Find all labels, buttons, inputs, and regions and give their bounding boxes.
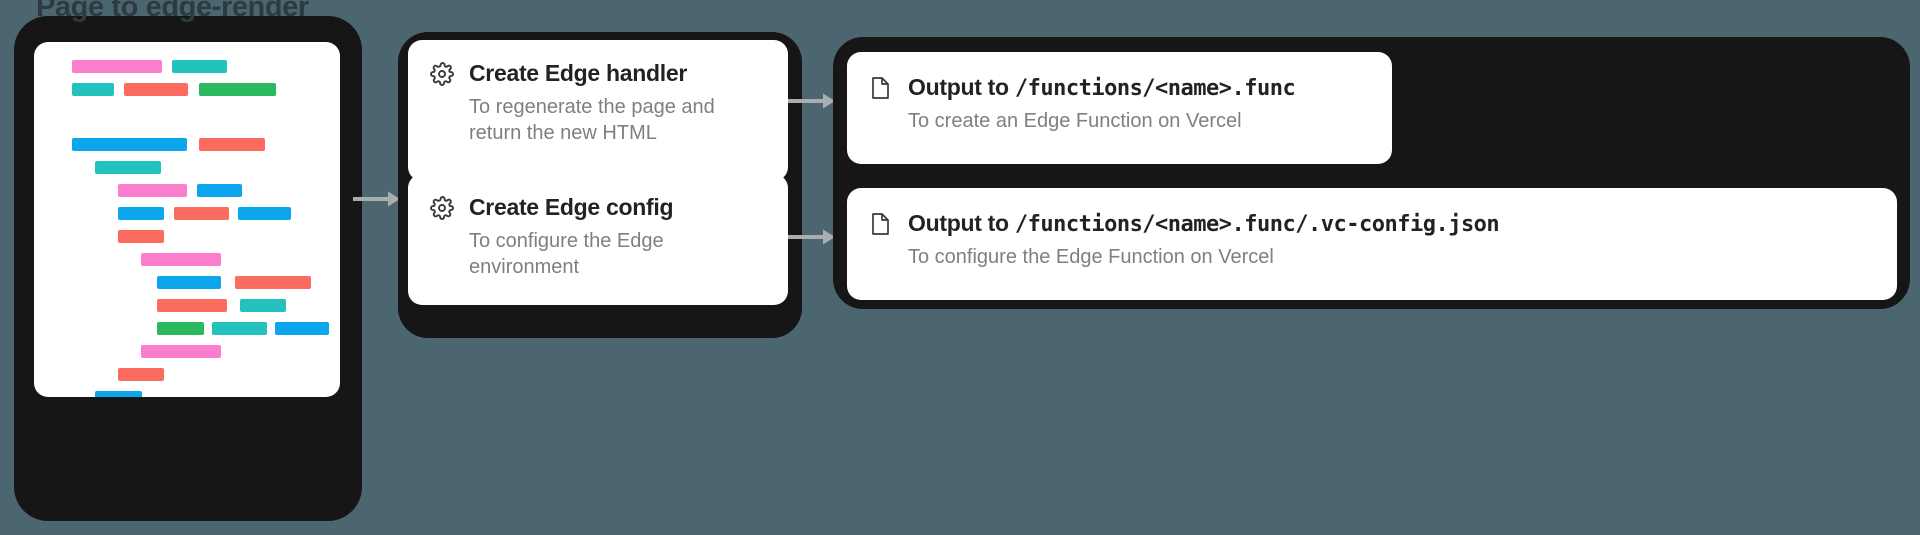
code-token xyxy=(118,230,164,243)
card-create-edge-handler[interactable]: Create Edge handler To regenerate the pa… xyxy=(408,40,788,181)
card-title-prefix: Output to xyxy=(908,74,1015,100)
code-token xyxy=(72,60,162,73)
card-subtitle: To configure the Edge environment xyxy=(469,230,664,279)
code-token xyxy=(197,184,242,197)
card-subtitle: To configure the Edge Function on Vercel xyxy=(908,246,1274,268)
code-token xyxy=(238,207,291,220)
code-token xyxy=(235,276,311,289)
gear-icon xyxy=(430,61,454,86)
code-token xyxy=(72,83,114,96)
card-header: Output to /functions/<name>.func/.vc-con… xyxy=(869,210,1875,237)
card-title-path: /functions/<name>.func/.vc-config.json xyxy=(1014,212,1500,237)
card-header: Create Edge config xyxy=(430,194,766,221)
code-preview-card xyxy=(34,42,340,397)
card-subtitle: To regenerate the page and return the ne… xyxy=(469,96,715,145)
code-token xyxy=(240,299,286,312)
code-token xyxy=(199,138,265,151)
group-left-title: Page to edge-render xyxy=(36,0,309,23)
code-token xyxy=(157,299,227,312)
card-title: Create Edge config xyxy=(469,194,674,220)
card-create-edge-config[interactable]: Create Edge config To configure the Edge… xyxy=(408,174,788,305)
code-token xyxy=(141,345,221,358)
card-output-to-vc-config[interactable]: Output to /functions/<name>.func/.vc-con… xyxy=(847,188,1897,300)
arrow-middle-to-output-config-icon xyxy=(787,228,837,246)
code-token xyxy=(124,83,188,96)
code-token xyxy=(118,184,187,197)
code-token xyxy=(118,368,164,381)
code-token xyxy=(141,253,221,266)
card-title-path: /functions/<name>.func xyxy=(1014,76,1296,101)
code-token xyxy=(275,322,329,335)
file-icon xyxy=(869,212,893,236)
code-token xyxy=(72,138,187,151)
file-icon xyxy=(869,76,893,100)
card-output-to-func[interactable]: Output to /functions/<name>.func To crea… xyxy=(847,52,1392,164)
card-title-prefix: Output to xyxy=(908,210,1015,236)
code-token xyxy=(172,60,227,73)
card-title: Output to /functions/<name>.func xyxy=(908,74,1296,101)
code-token xyxy=(157,276,221,289)
code-token xyxy=(118,207,164,220)
arrow-left-to-middle-icon xyxy=(352,190,402,208)
gear-icon xyxy=(430,195,454,220)
code-token xyxy=(95,161,161,174)
card-header: Create Edge handler xyxy=(430,60,766,87)
arrow-middle-to-output-func-icon xyxy=(787,92,837,110)
code-token xyxy=(212,322,267,335)
card-title: Output to /functions/<name>.func/.vc-con… xyxy=(908,210,1500,237)
card-title: Create Edge handler xyxy=(469,60,687,86)
code-token xyxy=(157,322,204,335)
card-header: Output to /functions/<name>.func xyxy=(869,74,1370,101)
code-token xyxy=(95,391,142,397)
card-subtitle: To create an Edge Function on Vercel xyxy=(908,110,1242,132)
code-token xyxy=(174,207,229,220)
code-token xyxy=(199,83,276,96)
